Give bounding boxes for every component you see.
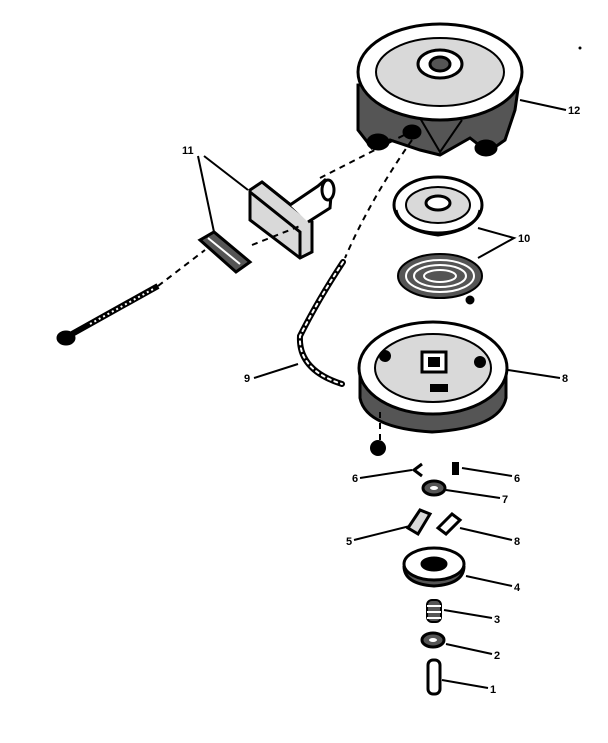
leader-3 xyxy=(443,609,493,619)
speck xyxy=(578,46,582,50)
leader-lines xyxy=(197,99,567,689)
leader-6b xyxy=(461,467,513,477)
part-2-washer xyxy=(420,631,446,649)
handle-bolt xyxy=(56,283,160,346)
part-8-pulley xyxy=(357,320,509,434)
pulley-stud-marker xyxy=(370,440,386,456)
part-9-starter-rope xyxy=(296,259,346,387)
callout-11: 11 xyxy=(182,145,194,157)
part-11-handle-insert xyxy=(197,230,253,274)
leader-11-insert xyxy=(197,155,215,233)
callout-7: 7 xyxy=(502,494,508,506)
callout-2: 2 xyxy=(494,650,500,662)
part-6-retainer-clip-right xyxy=(452,462,459,475)
leader-10 xyxy=(477,227,517,259)
leader-4 xyxy=(465,575,513,587)
part-3-spring xyxy=(426,599,442,623)
leader-9 xyxy=(253,363,299,379)
part-6-retainer-clip-left xyxy=(411,462,423,478)
part-4-pawl-plate xyxy=(402,546,466,588)
part-7-washer xyxy=(421,479,447,497)
callout-6-right: 6 xyxy=(514,473,520,485)
leader-1 xyxy=(441,679,489,689)
leader-6a xyxy=(359,469,413,479)
leader-8 xyxy=(507,369,561,379)
callout-8-pulley: 8 xyxy=(562,373,568,385)
callout-12: 12 xyxy=(568,105,580,117)
callout-4: 4 xyxy=(514,582,521,594)
assembly-center-lines xyxy=(157,131,413,440)
part-1-pin xyxy=(426,658,442,696)
leader-5-right xyxy=(459,527,513,541)
callout-8-pawl: 8 xyxy=(514,536,520,548)
callout-6-left: 6 xyxy=(352,473,358,485)
part-10-spring-retainer xyxy=(392,175,484,237)
callout-3: 3 xyxy=(494,614,500,626)
leader-5 xyxy=(353,525,411,541)
callout-5: 5 xyxy=(346,536,352,548)
leader-2 xyxy=(445,643,493,655)
part-10-recoil-spring xyxy=(397,253,483,305)
leader-11-handle xyxy=(203,155,249,191)
part-11-rope-handle xyxy=(248,178,336,260)
part-5-pawl-right xyxy=(435,512,463,536)
part-12-housing xyxy=(356,22,524,157)
callout-labels: 12 11 10 8 9 6 6 7 5 8 4 3 2 1 xyxy=(182,105,580,696)
callout-10: 10 xyxy=(518,233,530,245)
leader-7 xyxy=(445,489,501,499)
part-5-pawl xyxy=(405,508,433,537)
callout-9: 9 xyxy=(244,373,250,385)
callout-1: 1 xyxy=(490,684,496,696)
leader-12 xyxy=(519,99,567,111)
